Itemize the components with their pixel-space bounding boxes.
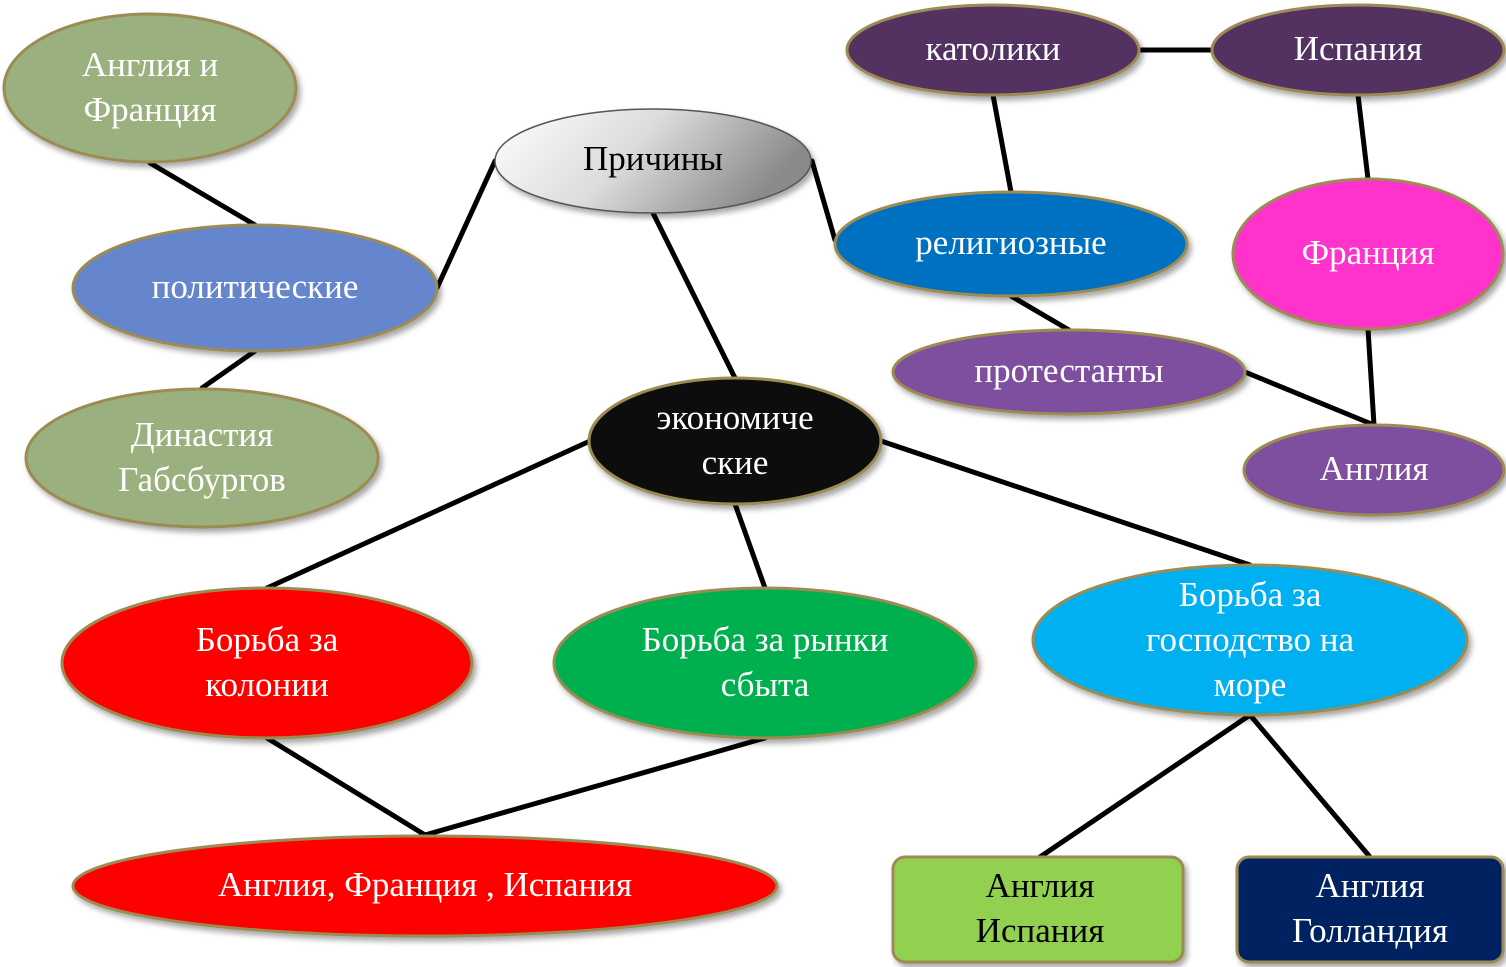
node-anglia-francia: Англия и Франция xyxy=(2,12,298,164)
node-label: Борьба за xyxy=(1179,575,1322,614)
connector xyxy=(1247,712,1373,860)
node-francia: Франция xyxy=(1231,177,1505,331)
node-protestanty: протестанты xyxy=(891,328,1247,416)
node-label: Англия, Франция , Испания xyxy=(218,865,632,904)
node-katoliki: католики xyxy=(845,3,1141,97)
connector xyxy=(1008,293,1072,333)
node-ispania: Испания xyxy=(1210,3,1506,97)
node-label: Династия xyxy=(131,415,274,454)
connectors xyxy=(147,47,1377,860)
node-label: ские xyxy=(702,443,769,482)
connector xyxy=(732,501,768,591)
node-label: Борьба за xyxy=(196,620,339,659)
node-label: Причины xyxy=(583,139,723,178)
node-label: Англия xyxy=(1320,449,1429,488)
connector xyxy=(1365,326,1377,428)
node-more: Борьба за господство на море xyxy=(1031,563,1469,717)
node-kolonii: Борьба за колонии xyxy=(60,586,474,740)
node-label: Испания xyxy=(1294,29,1423,68)
node-rynki: Борьба за рынки сбыта xyxy=(552,586,978,740)
node-label: Испания xyxy=(976,911,1105,950)
node-label: политические xyxy=(152,267,359,306)
connector xyxy=(264,438,593,591)
node-label: господство на xyxy=(1146,620,1355,659)
node-anglia-francia-ispania: Англия, Франция , Испания xyxy=(71,834,779,938)
node-anglia: Англия xyxy=(1242,423,1506,517)
node-label: религиозные xyxy=(915,223,1106,262)
node-anglia-ispania: Англия Испания xyxy=(891,855,1185,964)
node-label: сбыта xyxy=(721,665,810,704)
connector xyxy=(1355,92,1371,182)
node-label: море xyxy=(1214,665,1287,704)
node-politicheskie: политические xyxy=(71,223,439,353)
node-label: экономиче xyxy=(656,398,813,437)
node-label: протестанты xyxy=(974,351,1163,390)
connector xyxy=(434,158,498,291)
connector xyxy=(147,160,258,228)
connector xyxy=(1242,369,1377,428)
connector xyxy=(199,348,258,391)
node-label: Франция xyxy=(84,90,217,129)
node-ekonomicheskie: экономиче ские xyxy=(587,376,883,506)
connector xyxy=(990,92,1014,195)
connector xyxy=(809,158,838,243)
node-label: католики xyxy=(926,29,1061,68)
connector xyxy=(1037,712,1253,860)
node-label: Англия xyxy=(986,866,1095,905)
node-dinastia: Династия Габсбургов xyxy=(24,387,380,529)
connector xyxy=(264,735,428,838)
node-label: Голландия xyxy=(1292,911,1448,950)
node-label: Англия xyxy=(1316,866,1425,905)
node-religioznye: религиозные xyxy=(833,190,1189,298)
node-label: Борьба за рынки xyxy=(642,620,889,659)
connector xyxy=(422,735,768,838)
node-label: Габсбургов xyxy=(118,460,286,499)
node-label: Англия и xyxy=(82,45,218,84)
node-anglia-gollandia: Англия Голландия xyxy=(1235,855,1505,964)
node-label: Франция xyxy=(1302,233,1435,272)
node-label: колонии xyxy=(205,665,328,704)
connector xyxy=(878,438,1253,568)
connector xyxy=(650,210,738,381)
node-prichiny: Причины xyxy=(494,108,812,214)
